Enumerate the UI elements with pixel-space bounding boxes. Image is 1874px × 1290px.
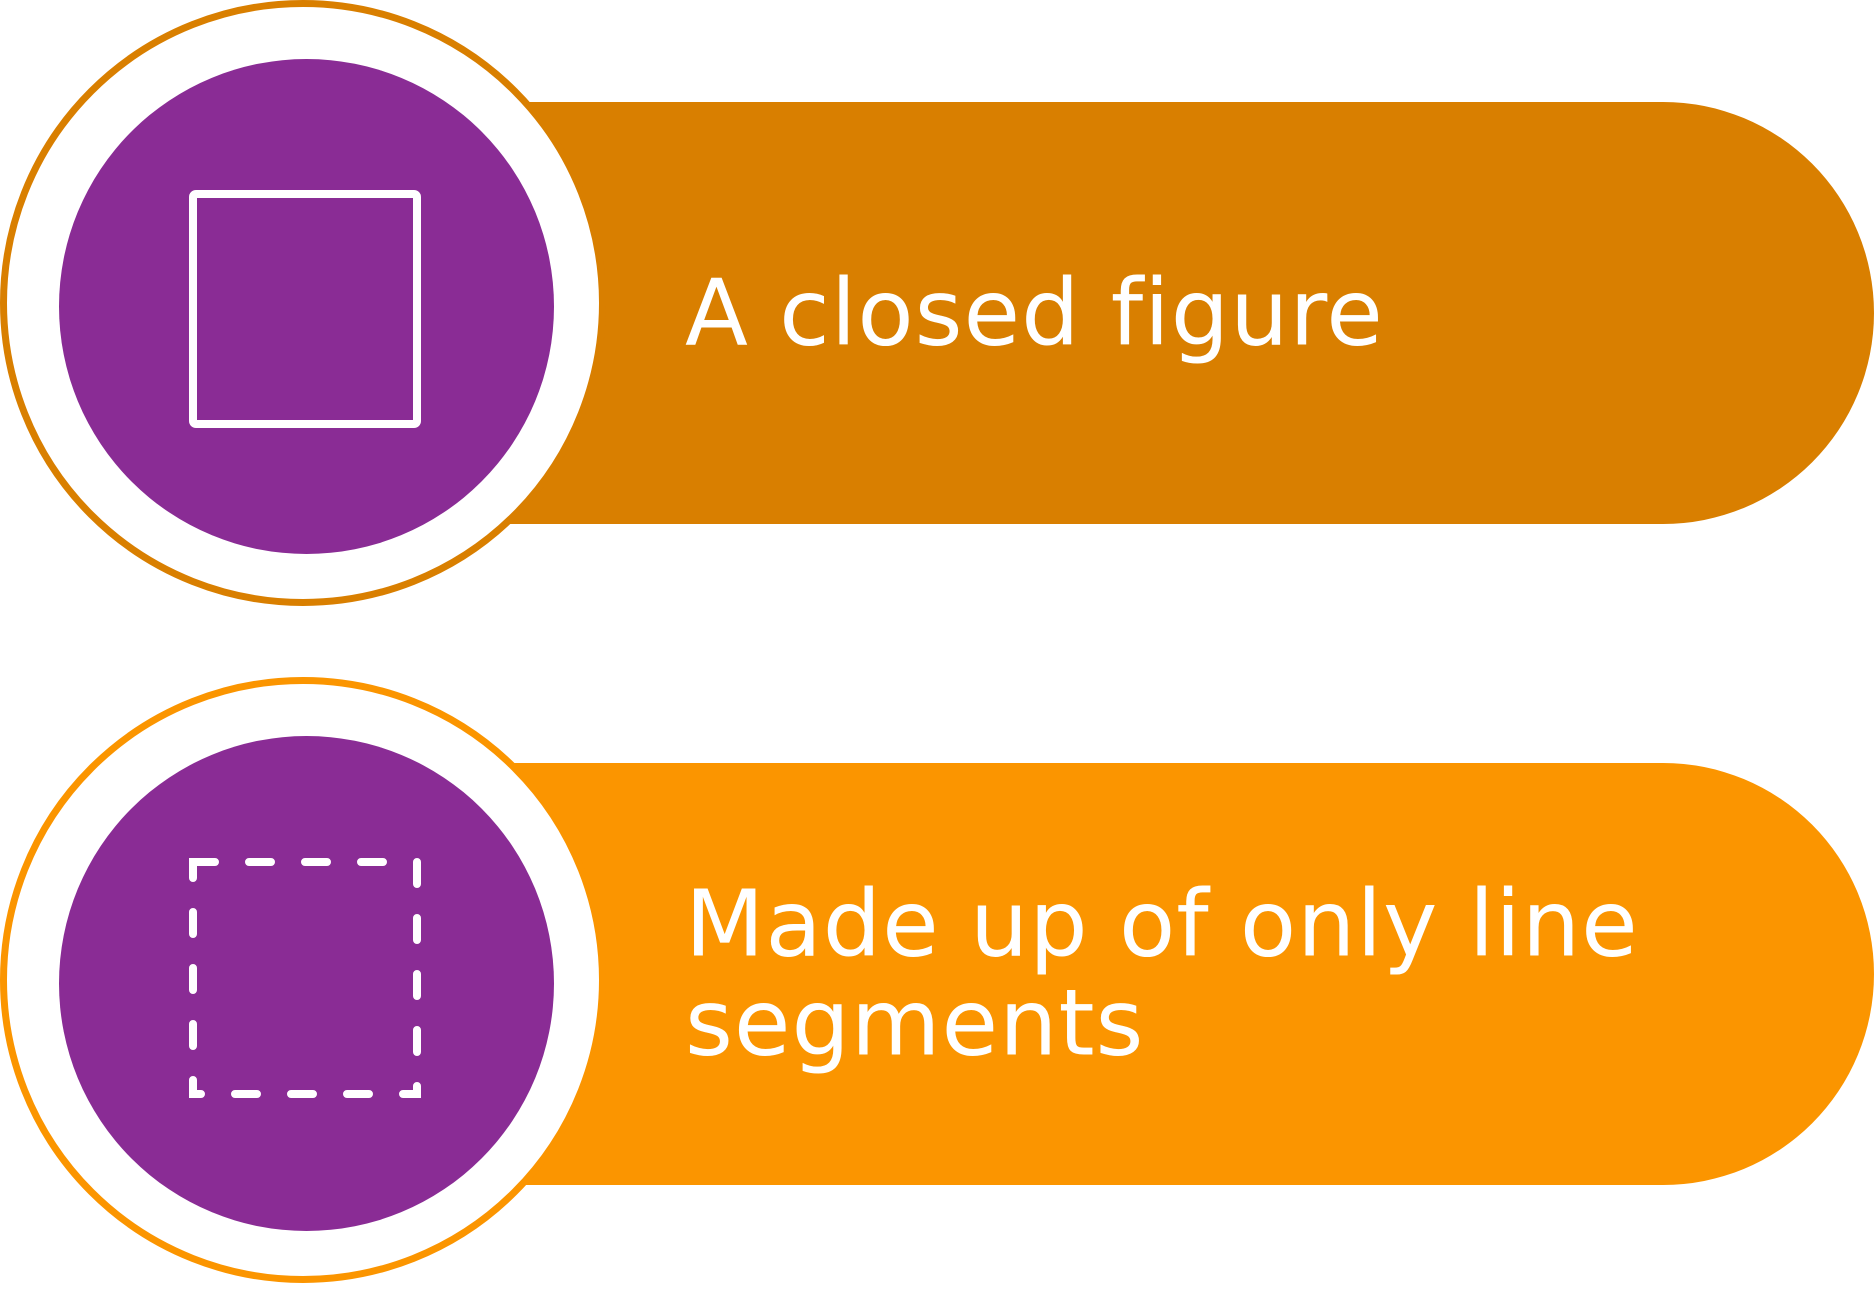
property-label: A closed figure [685,259,1384,367]
icon-ring [0,677,606,1283]
property-item-closed-figure: A closed figure [0,0,1874,615]
icon-ring [0,0,606,606]
closed-square-icon [189,190,421,428]
icon-disc [59,59,554,554]
icon-disc [59,736,554,1231]
property-banner: A closed figure [430,102,1874,524]
dashed-square-icon [189,858,421,1098]
property-item-line-segments: Made up of only line segments [0,675,1874,1290]
property-label: Made up of only line segments [685,870,1639,1077]
property-banner: Made up of only line segments [430,763,1874,1185]
